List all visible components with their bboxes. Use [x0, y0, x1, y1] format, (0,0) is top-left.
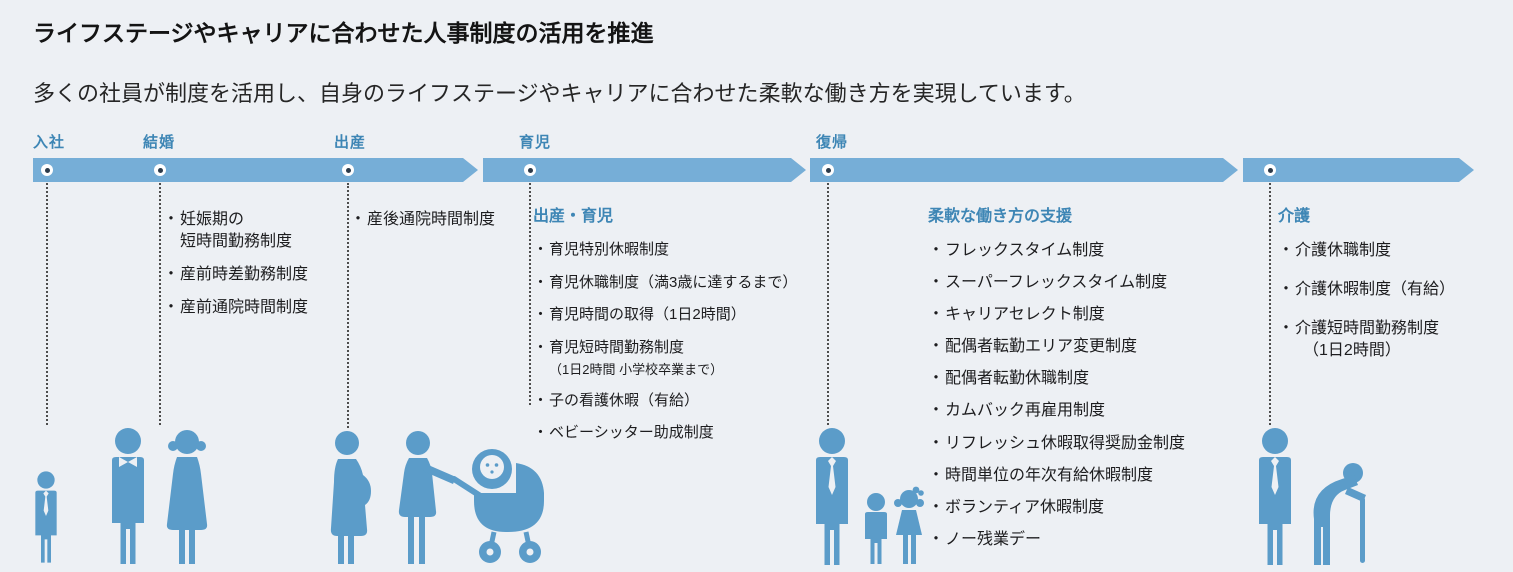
list-item: ・ 配偶者転勤休職制度: [928, 368, 1238, 390]
dotted-connector-birth: [347, 183, 349, 428]
list-item: ・ 介護休暇制度（有給）: [1278, 279, 1488, 301]
list-item: ・ 介護休職制度: [1278, 240, 1488, 262]
postnatal-benefits-list: ・ 産後通院時間制度: [350, 209, 555, 242]
bullet: ・: [163, 211, 180, 228]
bullet: ・: [1278, 281, 1295, 299]
list-item: ・ 介護短時間勤務制度（1日2時間）: [1278, 318, 1488, 362]
list-item: ・ ノー残業デー: [928, 529, 1238, 551]
flexible-work-benefits-list: 柔軟な働き方の支援 ・ フレックスタイム制度 ・ スーパーフレックスタイム制度 …: [928, 206, 1238, 561]
marriage-benefits-list: ・ 妊娠期の短時間勤務制度 ・ 産前時差勤務制度 ・ 産前通院時間制度: [163, 209, 368, 330]
list-item: ・ 育児時間の取得（1日2時間）: [533, 305, 825, 326]
timeline-arrow-4: [1243, 158, 1474, 182]
list-item: ・ スーパーフレックスタイム制度: [928, 272, 1238, 294]
stage-label-childcare: 育児: [519, 134, 552, 151]
employee-with-elderly-icon: [1250, 427, 1380, 566]
dotted-connector-return: [827, 183, 829, 425]
dotted-connector-marriage: [159, 183, 161, 425]
bullet: ・: [533, 339, 549, 357]
page-subtitle: 多くの社員が制度を活用し、自身のライフステージやキャリアに合わせた柔軟な働き方を…: [33, 81, 1086, 106]
childcare-benefits-list: 出産・育児 ・ 育児特別休暇制度 ・ 育児休職制度（満3歳に達するまで） ・ 育…: [533, 206, 825, 456]
childcare-heading: 出産・育児: [533, 208, 614, 225]
list-item: ・ 産前時差勤務制度: [163, 264, 368, 286]
dotted-connector-childcare: [529, 183, 531, 405]
bullet: ・: [928, 338, 945, 356]
married-couple-icon: [102, 427, 214, 564]
care-benefits-list: 介護 ・ 介護休職制度 ・ 介護休暇制度（有給） ・ 介護短時間勤務制度（1日2…: [1278, 206, 1488, 379]
list-item: ・ フレックスタイム制度: [928, 240, 1238, 262]
bullet: ・: [928, 466, 945, 484]
timeline-arrow-1: [33, 158, 478, 182]
timeline-dot-childcare: [524, 164, 536, 176]
timeline-arrow-2: [483, 158, 806, 182]
page-title: ライフステージやキャリアに合わせた人事制度の活用を推進: [33, 20, 654, 46]
list-item: ・ 産前通院時間制度: [163, 297, 368, 319]
timeline-arrow-3: [810, 158, 1238, 182]
bullet: ・: [163, 299, 180, 317]
stage-label-joining: 入社: [33, 134, 66, 151]
list-item: ・ 育児休職制度（満3歳に達するまで）: [533, 273, 825, 294]
timeline-dot-care: [1264, 164, 1276, 176]
list-item: ・ ボランティア休暇制度: [928, 497, 1238, 519]
bullet: ・: [350, 211, 367, 228]
list-item: ・ カムバック再雇用制度: [928, 400, 1238, 422]
timeline-dot-return: [822, 164, 834, 176]
bullet: ・: [928, 434, 945, 452]
bullet: ・: [533, 391, 549, 409]
dotted-connector-joining: [46, 183, 48, 425]
dotted-connector-care: [1269, 183, 1271, 425]
bullet: ・: [928, 242, 945, 260]
list-item: ・ 妊娠期の短時間勤務制度: [163, 209, 368, 253]
bullet: ・: [928, 498, 945, 516]
bullet: ・: [163, 266, 180, 284]
bullet: ・: [928, 402, 945, 420]
bullet: ・: [533, 273, 549, 291]
new-employee-icon: [26, 427, 66, 564]
list-item: ・ キャリアセレクト制度: [928, 304, 1238, 326]
list-item: ・ 子の看護休暇（有給）: [533, 391, 825, 412]
list-item: ・ 配偶者転勤エリア変更制度: [928, 336, 1238, 358]
list-item: ・ リフレッシュ休暇取得奨励金制度: [928, 433, 1238, 455]
mother-with-stroller-icon: [392, 405, 544, 566]
list-item: ・ 産後通院時間制度: [350, 209, 555, 231]
timeline-dot-marriage: [154, 164, 166, 176]
stage-label-return: 復帰: [816, 134, 849, 151]
bullet: ・: [1278, 320, 1295, 338]
timeline-dot-joining: [41, 164, 53, 176]
list-item: ・ 時間単位の年次有給休暇制度: [928, 465, 1238, 487]
pregnant-woman-icon: [325, 430, 373, 564]
stage-label-marriage: 結婚: [143, 134, 176, 151]
parent-with-children-icon: [806, 427, 928, 566]
stage-label-birth: 出産: [334, 134, 367, 151]
flexible-work-heading: 柔軟な働き方の支援: [928, 208, 1073, 225]
bullet: ・: [533, 241, 549, 259]
bullet: ・: [533, 424, 549, 442]
bullet: ・: [1278, 242, 1295, 260]
bullet: ・: [928, 530, 945, 548]
timeline-dot-birth: [342, 164, 354, 176]
bullet: ・: [928, 274, 945, 292]
bullet: ・: [928, 370, 945, 388]
bullet: ・: [928, 306, 945, 324]
list-item: ・ 育児短時間勤務制度（1日2時間 小学校卒業まで）: [533, 339, 724, 377]
list-item: ・ 育児特別休暇制度: [533, 240, 825, 261]
care-heading: 介護: [1278, 208, 1311, 225]
list-item: ・ ベビーシッター助成制度: [533, 423, 825, 444]
bullet: ・: [533, 306, 549, 324]
